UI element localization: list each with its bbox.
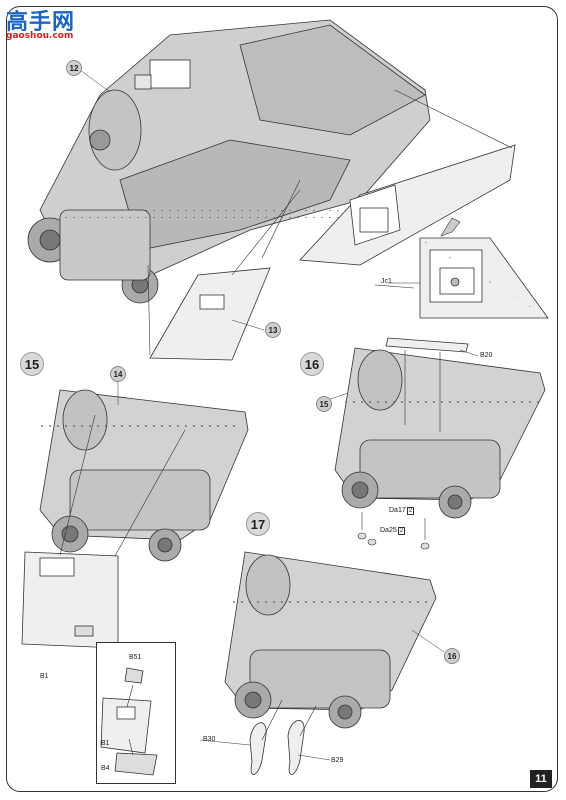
part13-plate xyxy=(149,267,271,361)
part-label-b51: B51 xyxy=(129,654,142,661)
step-17-number: 17 xyxy=(246,512,270,536)
guide-lines-step15 xyxy=(59,414,186,557)
step-15-number: 15 xyxy=(20,352,44,376)
part-label-b1-inset: B1 xyxy=(101,740,110,747)
part-label-jc1: Jc1 xyxy=(381,278,392,285)
guide-lines-step16 xyxy=(361,350,441,540)
guide-lines-step14 xyxy=(147,89,513,356)
da25-quantity: 2 xyxy=(397,527,406,535)
step17-hull-drawing xyxy=(224,551,437,729)
b20-strip xyxy=(385,337,469,353)
part-label-b29: B29 xyxy=(331,757,344,764)
insert-arrow xyxy=(440,217,461,237)
callout-15: 15 xyxy=(316,396,332,412)
page-number: 11 xyxy=(530,770,552,788)
jc1-detail-panel xyxy=(419,237,549,319)
callout-13: 13 xyxy=(265,322,281,338)
site-logo-text: 高手网 xyxy=(6,10,76,35)
da17-code: Da17 xyxy=(389,507,406,514)
da25-code: Da25 xyxy=(380,527,397,534)
part-label-b1: B1 xyxy=(40,673,49,680)
step-16-number: 16 xyxy=(300,352,324,376)
step14-hull-drawing xyxy=(27,19,440,304)
site-logo: 高手网 gaoshou.com xyxy=(4,4,80,44)
step15-hull-drawing xyxy=(39,389,249,562)
guide-lines-step17 xyxy=(261,699,317,741)
page-border xyxy=(6,6,558,792)
b1-detail-inset xyxy=(96,642,176,784)
b29-b30-hooks xyxy=(249,720,305,775)
callout-12: 12 xyxy=(66,60,82,76)
part-label-b20: B20 xyxy=(480,352,493,359)
callout-16: 16 xyxy=(444,648,460,664)
part-label-b30: B30 xyxy=(203,736,216,743)
b1-front-plate xyxy=(21,551,119,649)
part-label-b4: B4 xyxy=(101,765,110,772)
site-logo-url: gaoshou.com xyxy=(6,31,74,41)
da17-quantity: 2 xyxy=(406,507,415,515)
da-small-parts xyxy=(357,532,430,550)
inset-drawing xyxy=(100,667,158,776)
callout-14: 14 xyxy=(110,366,126,382)
